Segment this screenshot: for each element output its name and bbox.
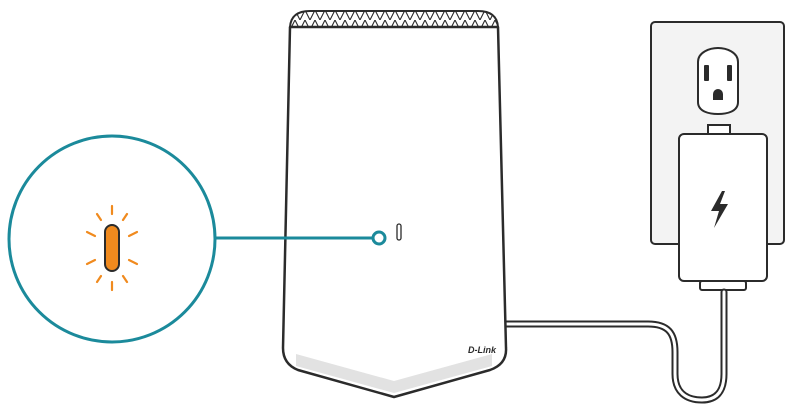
callout-target-ring: [371, 230, 387, 246]
outlet-slot-left: [704, 65, 709, 81]
led-capsule: [104, 224, 120, 272]
router-base-shadow: [296, 354, 492, 393]
lightning-bolt-icon: [711, 191, 728, 228]
led-blink-rays: [85, 204, 139, 292]
outlet-slot-right: [727, 65, 732, 81]
brand-logo: D-Link: [468, 345, 497, 355]
router-top-vent: [288, 10, 500, 28]
router-icon: D-Link: [281, 10, 508, 399]
led-indicator-icon: [85, 204, 139, 292]
power-adapter-icon: [678, 124, 768, 291]
outlet-ground-hole: [713, 89, 723, 100]
power-outlet-icon: [697, 46, 739, 116]
power-cable: [496, 288, 728, 404]
router-led-slot: [396, 223, 402, 241]
router-body: [281, 25, 508, 399]
power-cable-inner: [498, 290, 726, 402]
